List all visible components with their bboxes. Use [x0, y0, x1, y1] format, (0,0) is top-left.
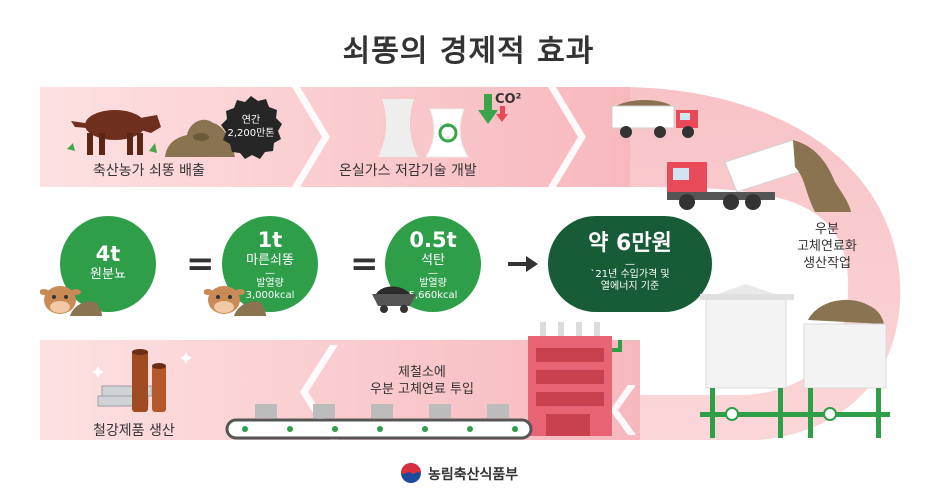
dry-dung-sub2: 3,000kcal [245, 290, 295, 301]
cooling-tower-icon [378, 99, 469, 158]
cow-face-icon-1 [40, 286, 102, 316]
conveyor-belt-icon [225, 404, 533, 440]
steel-mill-icon [528, 322, 622, 436]
price-circle: 약 6만원 — `21년 수입가격 및 열에너지 기준 [548, 216, 712, 312]
coal-dash: — [428, 268, 438, 279]
coal-cart-icon [372, 286, 416, 313]
co2-label: CO² [495, 92, 522, 107]
dry-dung-name: 마른쇠똥 [246, 253, 294, 268]
step-dung-emission: 축산농가 쇠똥 배출 [93, 163, 205, 179]
fuel-silos-icon [700, 284, 890, 438]
mill-label-line2: 우분 고체연료 투입 [370, 382, 474, 397]
right-label-line1: 우분 [815, 222, 839, 237]
mill-label-line1: 제철소에 [398, 365, 446, 380]
right-label-line2: 고체연료화 [797, 239, 857, 254]
price-sub2: 열에너지 기준 [600, 281, 660, 292]
raw-manure-name: 원분뇨 [90, 267, 126, 282]
cow-face-icon-2 [204, 286, 266, 316]
ministry-name: 농림축산식품부 [428, 467, 519, 483]
dump-truck-small-icon [611, 100, 698, 138]
dry-dung-sub1: 발열량 [256, 278, 284, 289]
arrow-right-icon [508, 256, 538, 272]
step-steel-production: 철강제품 생산 [93, 423, 175, 439]
price-sub1: `21년 수입가격 및 [590, 269, 670, 280]
equals-sign-2: = [350, 244, 379, 284]
ministry-emblem-icon [401, 463, 421, 483]
cow-icon [67, 110, 161, 155]
annual-amount-badge: 연간 2,200만톤 [218, 95, 284, 161]
dump-truck-large-icon [667, 139, 851, 212]
dry-dung-value: 1t [257, 228, 283, 252]
step-ghg-reduction: 온실가스 저감기술 개발 [339, 163, 477, 179]
raw-manure-value: 4t [95, 242, 121, 266]
coal-sub1: 발열량 [419, 278, 447, 289]
co2-down-arrow-icon [478, 94, 508, 124]
steel-products-icon [92, 349, 192, 412]
equals-sign-1: = [186, 244, 215, 284]
right-label-line3: 생산작업 [803, 256, 851, 271]
coal-sub2: 5,660kcal [408, 290, 458, 301]
badge-line1: 연간 [241, 115, 261, 126]
mill-input-label: 제철소에 우분 고체연료 투입 [370, 364, 474, 398]
coal-value: 0.5t [409, 228, 457, 252]
raw-manure-circle: 4t 원분뇨 [60, 216, 156, 312]
right-process-label: 우분 고체연료화 생산작업 [782, 221, 872, 272]
price-dash: — [625, 259, 635, 270]
page-title: 쇠똥의 경제적 효과 [342, 34, 595, 69]
badge-line2: 2,200만톤 [227, 128, 275, 139]
coal-name: 석탄 [421, 253, 445, 268]
dry-dung-dash: — [265, 268, 275, 279]
dung-pile-icon [165, 119, 235, 157]
price-value: 약 6만원 [588, 231, 672, 256]
